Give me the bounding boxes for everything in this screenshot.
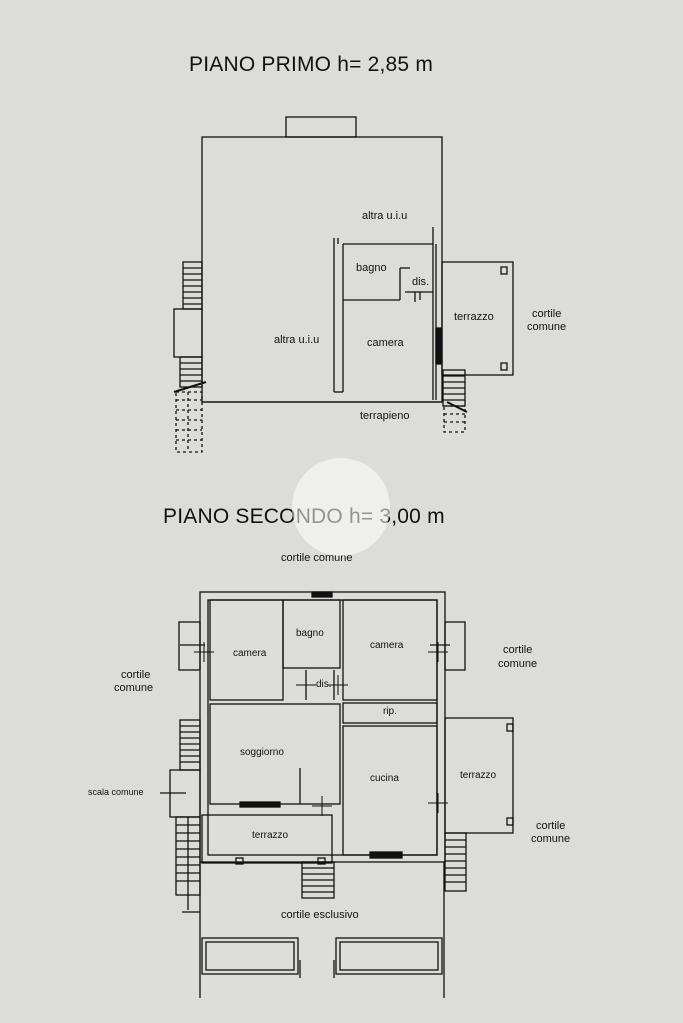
room-camera-right (342, 599, 438, 701)
label-camera-right: camera (370, 640, 404, 651)
floor1-plan (173, 116, 514, 453)
label-scala-comune: scala comune (88, 787, 144, 797)
floor2-right-stairs (444, 832, 467, 892)
label-dis2: dis. (316, 679, 332, 690)
label-camera-left: camera (233, 648, 267, 659)
label-cortile-br-1: cortile (536, 820, 565, 832)
floor2-plan (160, 591, 514, 998)
floor1-roof-bump (285, 116, 357, 138)
label-altra-left: altra u.i.u (274, 334, 319, 346)
label-terrapieno: terrapieno (360, 410, 410, 422)
label-dis: dis. (412, 276, 429, 288)
room-bagno (282, 599, 341, 669)
label-camera: camera (367, 337, 405, 349)
label-terrazzo-right: terrazzo (460, 770, 497, 781)
watermark-circle (292, 458, 390, 556)
label-cortile-2: comune (527, 321, 566, 333)
label-terrazzo-bottom: terrazzo (252, 830, 289, 841)
floor1-labels: altra u.i.u altra u.i.u bagno dis. camer… (274, 210, 566, 422)
label-cortile-left-2: comune (114, 682, 153, 694)
label-bagno: bagno (356, 262, 387, 274)
label-bagno2: bagno (296, 628, 324, 639)
label-cortile-right-2: comune (498, 658, 537, 670)
label-altra-top: altra u.i.u (362, 210, 407, 222)
label-cortile-left-1: cortile (121, 669, 150, 681)
floor2-labels: cortile comune camera bagno camera dis. … (88, 552, 570, 921)
floor1-right-stairs (442, 369, 468, 433)
floor1-terrazzo (441, 261, 514, 376)
room-rip (342, 702, 438, 724)
label-cortile-right-1: cortile (503, 644, 532, 656)
floor2-left-stairs (160, 719, 201, 913)
floor1-title: PIANO PRIMO h= 2,85 m (189, 53, 434, 76)
label-cortile-1: cortile (532, 308, 561, 320)
label-cucina: cucina (370, 773, 399, 784)
floor1-outline (201, 136, 443, 403)
balcony-right (444, 621, 466, 671)
floor1-wall-top (343, 227, 434, 245)
label-cortile-br-2: comune (531, 833, 570, 845)
label-terrazzo: terrazzo (454, 311, 494, 323)
label-soggiorno: soggiorno (240, 747, 284, 758)
label-rip: rip. (383, 706, 397, 717)
label-cortile-esclusivo: cortile esclusivo (281, 909, 359, 921)
floor2-terrazzo-bottom (201, 814, 333, 864)
balcony-left (178, 621, 201, 671)
floor2-terrazzo-right (444, 717, 514, 834)
cortile-esclusivo (199, 862, 445, 998)
room-cucina (342, 725, 438, 856)
floor1-left-stairs (173, 261, 207, 453)
floor2-middle-stairs (301, 861, 335, 899)
